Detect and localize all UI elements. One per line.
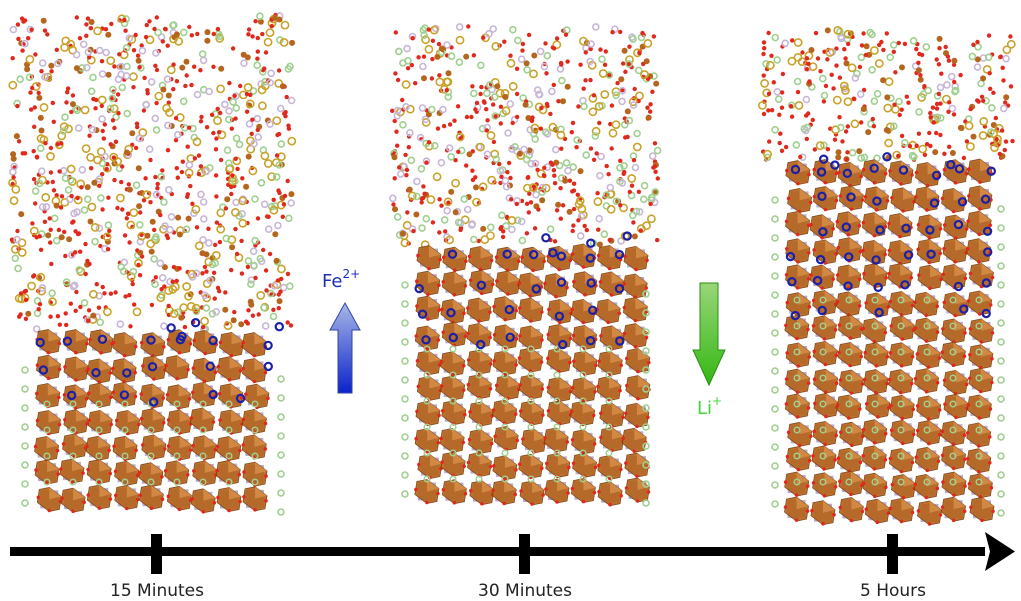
electrolyte-cloud <box>8 12 297 334</box>
timeline: 15 Minutes 30 Minutes 5 Hours <box>10 532 1015 601</box>
crystal-slab <box>783 158 995 526</box>
snapshot-5-hours <box>758 25 1016 526</box>
timeline-label-5-hours: 5 Hours <box>860 581 926 601</box>
iron-sites <box>35 318 284 407</box>
iron-sites <box>785 152 997 321</box>
timeline-tick <box>151 534 162 574</box>
snapshot-panels <box>8 12 1016 526</box>
snapshot-15-minutes <box>8 12 297 516</box>
timeline-arrowhead-icon <box>985 532 1015 571</box>
up-arrow-icon <box>329 301 361 394</box>
fe-ion-arrow: Fe2+ <box>322 267 361 394</box>
down-arrow-icon <box>692 282 726 387</box>
lithium-sites <box>401 281 650 507</box>
li-ion-arrow: Li+ <box>692 282 726 419</box>
timeline-tick <box>519 534 530 574</box>
timeline-label-15-minutes: 15 Minutes <box>110 581 204 601</box>
timeline-tick <box>887 534 898 574</box>
fe-ion-label: Fe2+ <box>322 267 360 292</box>
timeline-label-30-minutes: 30 Minutes <box>478 581 572 601</box>
li-ion-label: Li+ <box>697 394 722 419</box>
lithium-sites <box>771 196 1005 517</box>
lithium-sites <box>21 366 285 516</box>
crystal-slab <box>33 329 270 514</box>
electrolyte-cloud <box>758 25 1016 163</box>
timeline-axis <box>10 547 985 556</box>
iron-sites <box>414 231 632 350</box>
electrolyte-cloud <box>388 23 662 250</box>
snapshot-30-minutes <box>388 23 662 507</box>
